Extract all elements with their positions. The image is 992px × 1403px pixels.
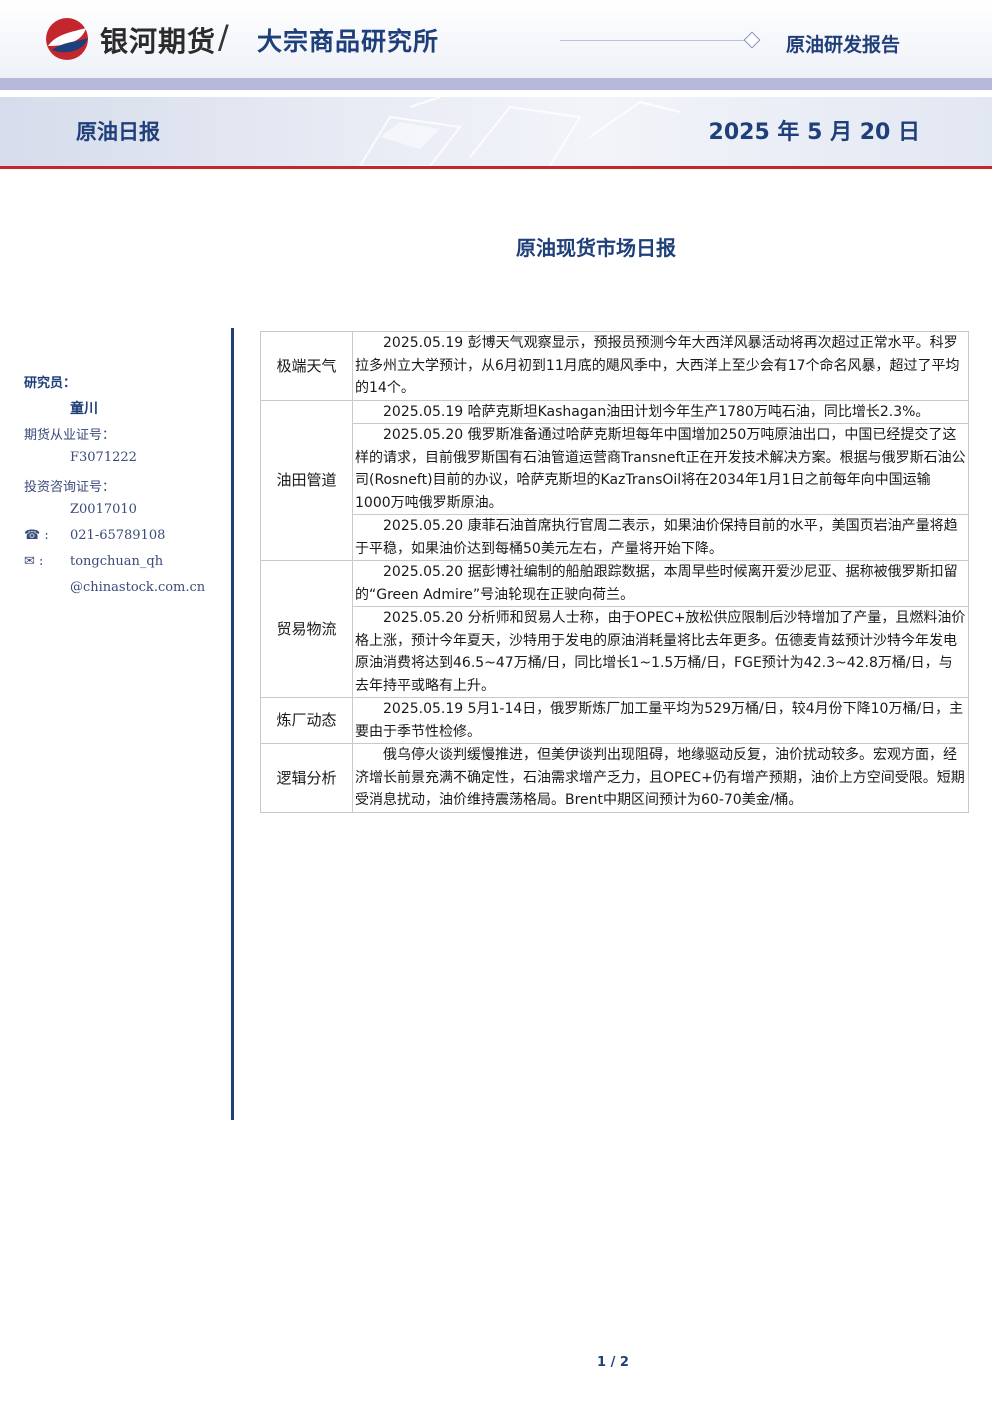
sidebar-divider	[231, 328, 234, 1120]
title-banner	[0, 97, 992, 166]
phone-number: 021-65789108	[70, 528, 166, 543]
page-number: 1 / 2	[597, 1355, 629, 1370]
institute-name: 大宗商品研究所	[257, 27, 440, 56]
phone-icon: ☎	[24, 528, 41, 543]
email-separator: :	[39, 554, 44, 569]
table-row-oilfield: 2025.05.20 俄罗斯准备通过哈萨克斯坦每年中国增加250万吨原油出口，中…	[261, 423, 969, 515]
table-row-logistics: 2025.05.20 分析师和贸易人士称，由于OPEC+放松供应限制后沙特增加了…	[261, 606, 969, 698]
category-cell: 逻辑分析	[260, 743, 353, 813]
researcher-label: 研究员：	[24, 376, 77, 391]
table-row-analysis: 逻辑分析 俄乌停火谈判缓慢推进，但美伊谈判出现阻碍，地缘驱动反复，油价扰动较多。…	[260, 743, 969, 813]
news-item: 2025.05.19 5月1-14日，俄罗斯炼厂加工量平均为529万桶/日，较4…	[352, 697, 969, 744]
header-band	[0, 78, 992, 90]
diamond-icon	[743, 31, 761, 49]
table-row-logistics: 贸易物流 2025.05.20 据彭博社编制的船舶跟踪数据，本周早些时候离开爱沙…	[260, 560, 969, 698]
email-row: ✉ :	[24, 554, 43, 569]
news-item: 俄乌停火谈判缓慢推进，但美伊谈判出现阻碍，地缘驱动反复，油价扰动较多。宏观方面，…	[352, 743, 969, 813]
market-news-table: 极端天气 2025.05.19 彭博天气观察显示，预报员预测今年大西洋风暴活动将…	[260, 331, 969, 813]
document-title: 原油现货市场日报	[516, 236, 676, 260]
researcher-name: 童川	[70, 401, 98, 417]
red-divider	[0, 166, 992, 169]
table-row-oilfield: 2025.05.20 康菲石油首席执行官周二表示，如果油价保持目前的水平，美国页…	[261, 514, 969, 561]
news-item: 2025.05.20 康菲石油首席执行官周二表示，如果油价保持目前的水平，美国页…	[352, 514, 969, 561]
news-item: 2025.05.20 据彭博社编制的船舶跟踪数据，本周早些时候离开爱沙尼亚、据称…	[352, 560, 969, 607]
category-cell: 油田管道	[260, 399, 353, 561]
banner-decoration	[358, 97, 680, 166]
report-header: 银河期货 / 大宗商品研究所 原油研发报告	[0, 0, 992, 78]
news-item: 2025.05.19 哈萨克斯坦Kashagan油田计划今年生产1780万吨石油…	[352, 399, 969, 424]
news-item: 2025.05.20 俄罗斯准备通过哈萨克斯坦每年中国增加250万吨原油出口，中…	[352, 423, 969, 515]
futures-cert-number: F3071222	[70, 450, 137, 465]
category-cell: 极端天气	[260, 331, 353, 401]
invest-cert-label: 投资咨询证号：	[24, 480, 116, 495]
news-item: 2025.05.20 分析师和贸易人士称，由于OPEC+放松供应限制后沙特增加了…	[352, 606, 969, 698]
report-type: 原油研发报告	[786, 34, 901, 56]
email-icon: ✉	[24, 554, 35, 569]
category-cell: 贸易物流	[260, 560, 353, 698]
report-date: 2025 年 5 月 20 日	[708, 120, 920, 145]
brand-separator: /	[218, 18, 229, 56]
phone-separator: :	[44, 528, 49, 543]
email-line-2[interactable]: @chinastock.com.cn	[70, 580, 206, 595]
news-item: 2025.05.19 彭博天气观察显示，预报员预测今年大西洋风暴活动将再次超过正…	[352, 331, 969, 401]
futures-cert-label: 期货从业证号：	[24, 428, 116, 443]
table-row-refinery: 炼厂动态 2025.05.19 5月1-14日，俄罗斯炼厂加工量平均为529万桶…	[260, 697, 969, 744]
brand-name: 银河期货	[100, 25, 217, 58]
table-row-oilfield: 油田管道 2025.05.19 哈萨克斯坦Kashagan油田计划今年生产178…	[260, 399, 969, 561]
table-row-weather: 极端天气 2025.05.19 彭博天气观察显示，预报员预测今年大西洋风暴活动将…	[260, 331, 969, 401]
header-divider-line	[560, 40, 746, 41]
invest-cert-number: Z0017010	[70, 502, 137, 517]
category-cell: 炼厂动态	[260, 697, 353, 744]
phone-row: ☎ :	[24, 528, 49, 543]
yinhe-logo-icon	[46, 18, 88, 60]
email-line-1[interactable]: tongchuan_qh	[70, 554, 164, 569]
banner-title: 原油日报	[76, 120, 160, 144]
